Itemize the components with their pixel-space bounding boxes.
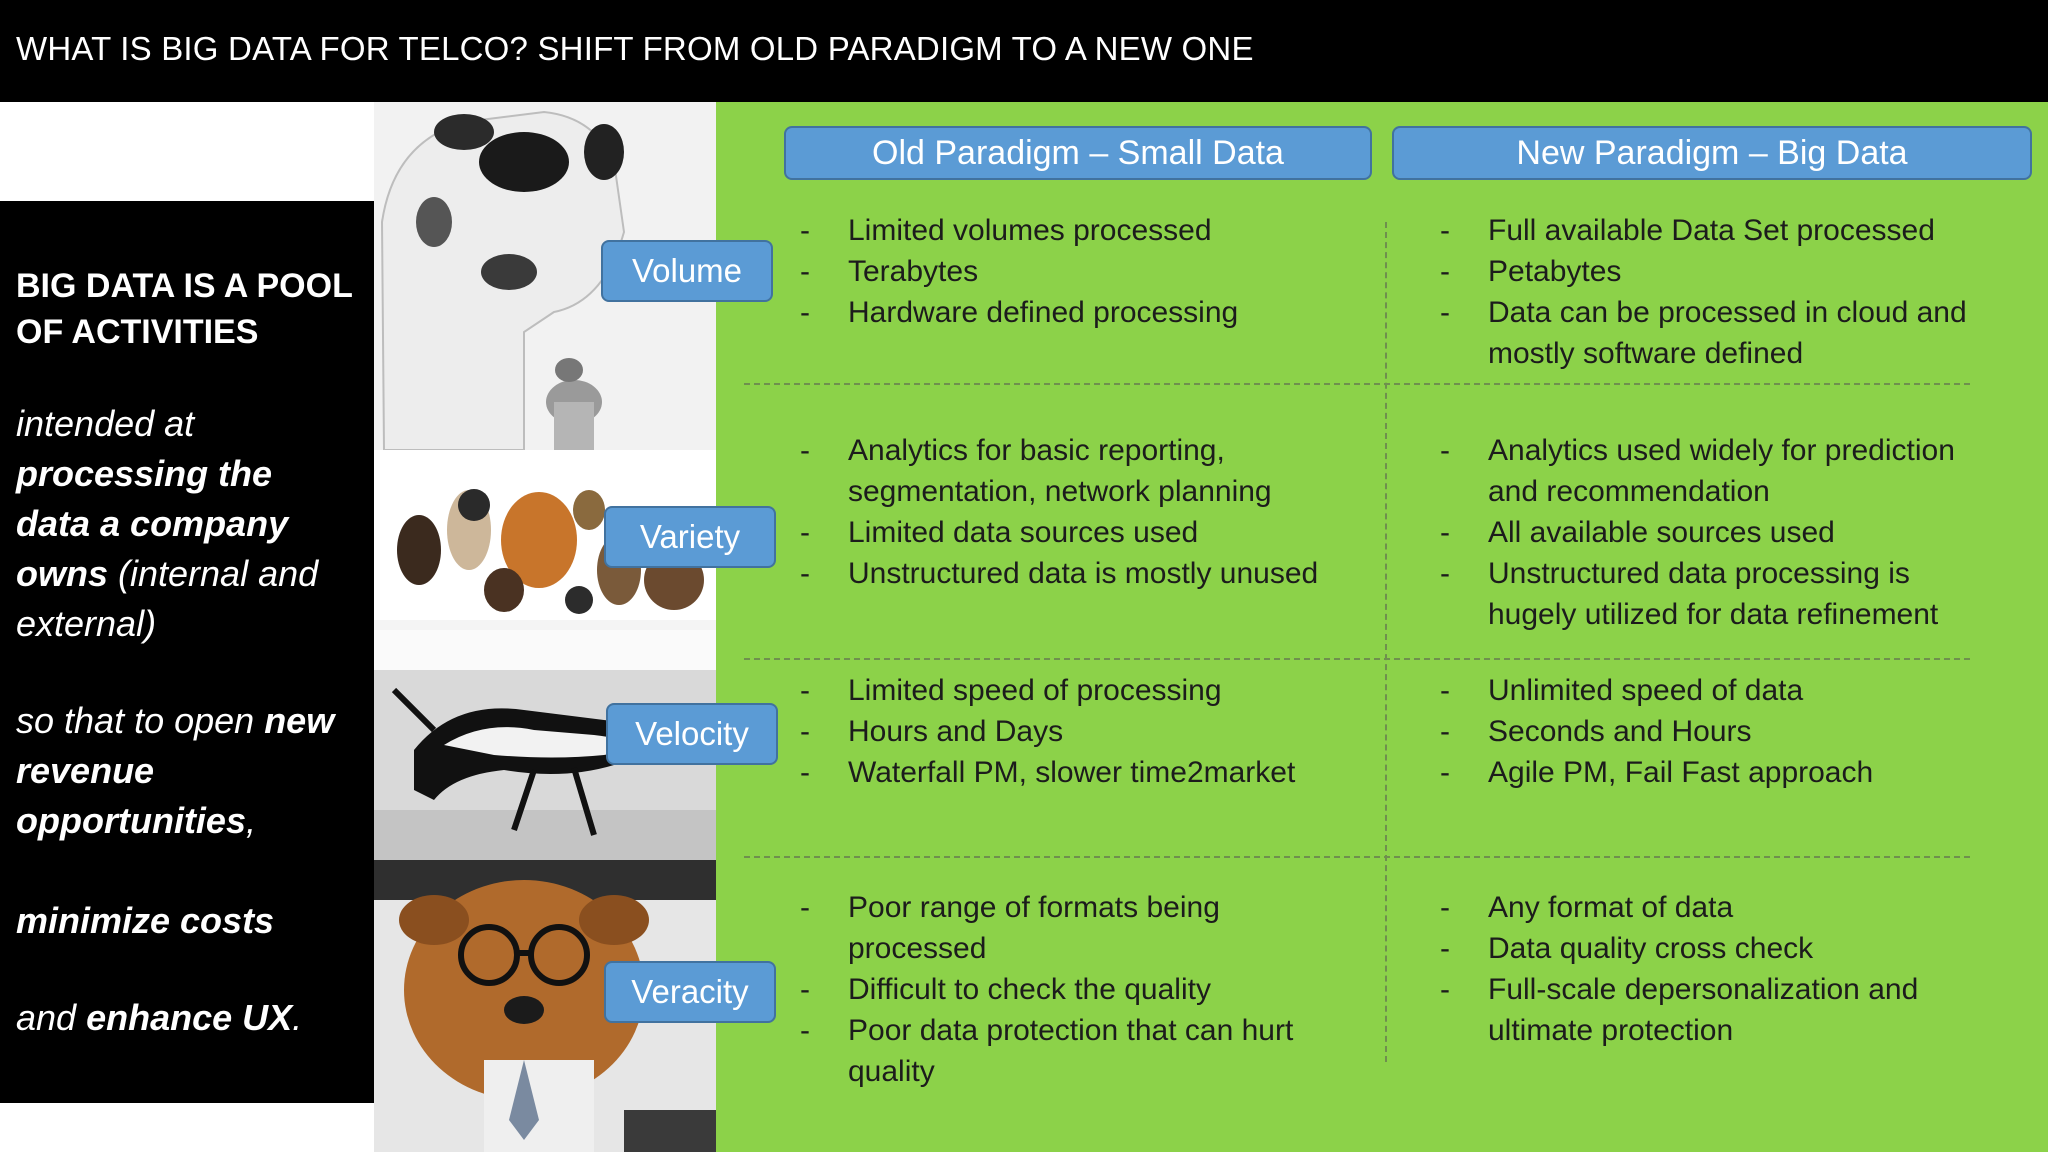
comparison-panel [716,102,2048,1152]
panel-revenue-text: so that to open new revenue opportunitie… [16,696,334,846]
list-item: -Full available Data Set processed [1440,214,1935,247]
variety-new-list: -Analytics used widely for prediction an… [1440,430,2000,635]
processing-line2: data a company [16,503,289,544]
owns-text: owns [16,553,109,594]
panel-heading: BIG DATA IS A POOL OF ACTIVITIES [16,263,353,355]
list-item: -Limited speed of processing [800,674,1222,707]
list-item: -Poor data protection that can hurt qual… [800,1014,1294,1088]
list-item: -Unstructured data is mostly unused [800,557,1319,590]
row-divider [744,658,1970,660]
opportunities-text: opportunities [16,800,246,841]
enhance-ux-text: enhance UX [86,997,293,1038]
list-item: -Limited volumes processed [800,214,1212,247]
veracity-old-list: -Poor range of formats being processed -… [800,887,1360,1092]
list-item: -Agile PM, Fail Fast approach [1440,756,1874,789]
list-item: -Difficult to check the quality [800,973,1211,1006]
list-item: -Data quality cross check [1440,932,1814,965]
and-text: and [16,997,87,1038]
row-divider [744,856,1970,858]
volume-old-list: -Limited volumes processed -Terabytes -H… [800,210,1360,333]
panel-processing-text: intended at processing the data a compan… [16,399,318,649]
minimize-costs-text: minimize costs [16,900,275,941]
list-item: -Petabytes [1440,255,1622,288]
list-item: -Seconds and Hours [1440,715,1752,748]
volume-new-list: -Full available Data Set processed -Peta… [1440,210,2000,374]
veracity-new-list: -Any format of data -Data quality cross … [1440,887,2000,1051]
velocity-old-list: -Limited speed of processing -Hours and … [800,670,1360,793]
so-that-text: so that to open [16,700,265,741]
new-text: new [264,700,335,741]
owns-line: owns (internal and [16,549,318,599]
panel-heading-line2: OF ACTIVITIES [16,313,259,351]
title-bar: WHAT IS BIG DATA FOR TELCO? SHIFT FROM O… [0,0,2048,102]
list-item: -Terabytes [800,255,979,288]
dog-with-glasses-image [374,860,716,1152]
list-item: -Full-scale depersonalization and ultima… [1440,973,1919,1047]
list-item: -Any format of data [1440,891,1734,924]
slide-title: WHAT IS BIG DATA FOR TELCO? SHIFT FROM O… [16,30,1254,67]
new-paradigm-header: New Paradigm – Big Data [1392,126,2032,180]
list-item: -Hardware defined processing [800,296,1239,329]
list-item: -Waterfall PM, slower time2market [800,756,1296,789]
comma-text: , [245,800,256,841]
variety-old-list: -Analytics for basic reporting, segmenta… [800,430,1360,594]
period-text: . [292,997,303,1038]
row-divider [744,383,1970,385]
list-item: -Unstructured data processing is hugely … [1440,557,1939,631]
category-velocity: Velocity [606,703,778,765]
list-item: -Limited data sources used [800,516,1199,549]
internal-text: (internal and [108,553,319,594]
so-that-line: so that to open new [16,696,334,746]
list-item: -Hours and Days [800,715,1064,748]
old-paradigm-header: Old Paradigm – Small Data [784,126,1372,180]
category-veracity: Veracity [604,961,776,1023]
list-item: -All available sources used [1440,516,1835,549]
intended-text: intended at [16,403,195,444]
panel-heading-line1: BIG DATA IS A POOL [16,267,353,305]
left-text-panel: BIG DATA IS A POOL OF ACTIVITIES intende… [0,201,374,1103]
dog-group-image [374,450,716,630]
list-item: -Analytics used widely for prediction an… [1440,434,1955,508]
list-item: -Analytics for basic reporting, segmenta… [800,434,1272,508]
column-divider [1385,222,1387,1062]
list-item: -Data can be processed in cloud and most… [1440,296,1967,370]
velocity-new-list: -Unlimited speed of data -Seconds and Ho… [1440,670,2000,793]
category-variety: Variety [604,506,776,568]
external-text: external) [16,603,157,644]
category-volume: Volume [601,240,773,302]
list-item: -Unlimited speed of data [1440,674,1804,707]
opportunities-line: opportunities, [16,796,334,846]
list-item: -Poor range of formats being processed [800,891,1220,965]
enhance-line: and enhance UX. [16,993,302,1043]
processing-line1: processing the [16,453,273,494]
revenue-text: revenue [16,750,155,791]
